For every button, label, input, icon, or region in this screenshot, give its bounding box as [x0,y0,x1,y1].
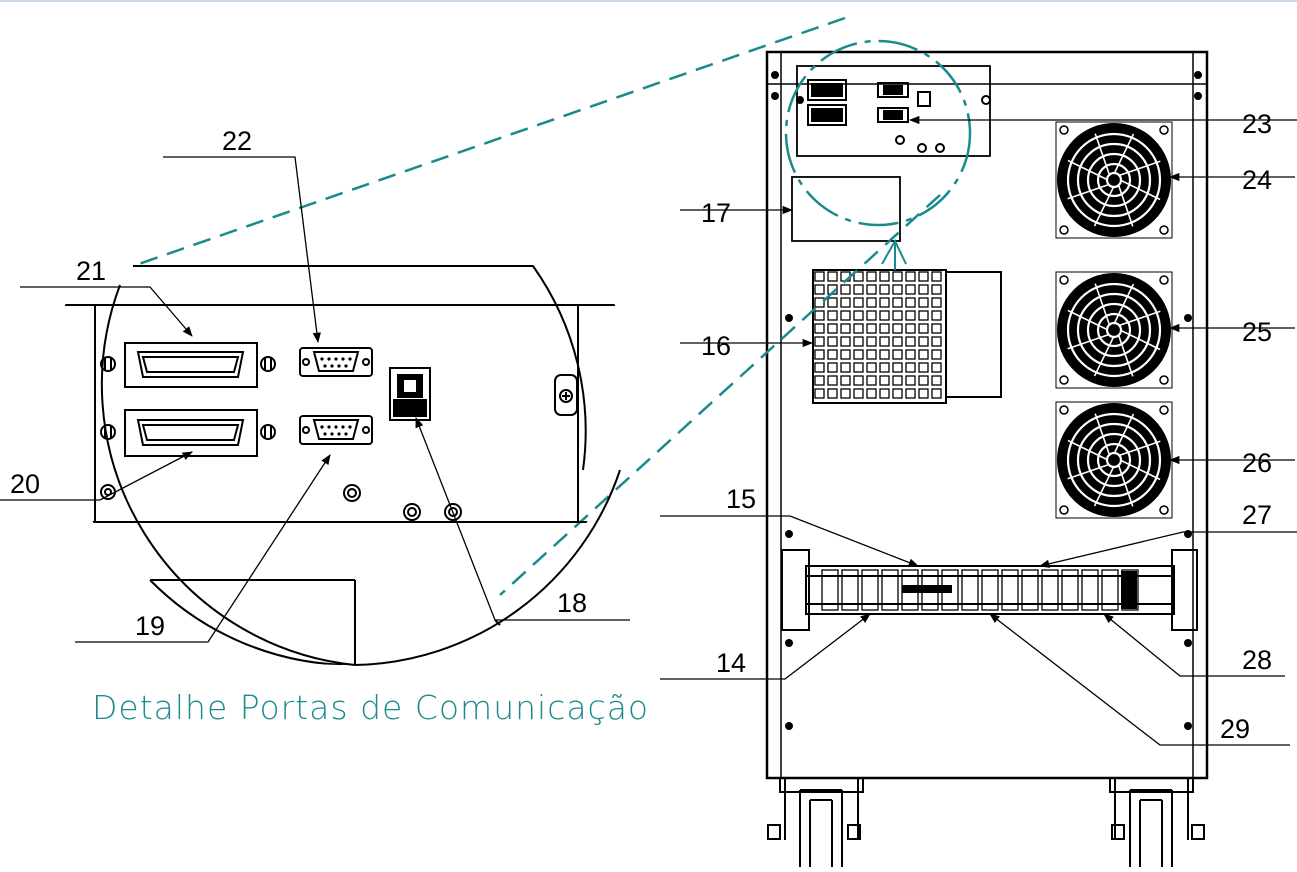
callout-24: 24 [1242,165,1272,195]
callout-21: 21 [76,256,106,286]
vent-grid [814,271,942,399]
detail-caption: Detalhe Portas de Comunicação [92,688,650,727]
callout-14: 14 [716,648,746,678]
detail-view [55,265,625,666]
callout-18: 18 [557,588,587,618]
callout-23: 23 [1242,109,1272,139]
callout-17: 17 [701,198,731,228]
callout-22: 22 [222,126,252,156]
cabinet [765,50,1209,867]
callout-20: 20 [10,469,40,499]
zoom-indicator [132,16,972,596]
callout-29: 29 [1220,714,1250,744]
leader-lines [0,115,1297,746]
callout-19: 19 [135,611,165,641]
callout-15: 15 [726,484,756,514]
fan-25 [1055,271,1173,389]
fan-24 [1055,121,1173,239]
callout-26: 26 [1242,448,1272,478]
callout-16: 16 [701,331,731,361]
callout-labels: 14 15 16 17 18 19 20 21 22 23 24 25 26 2… [10,109,1272,744]
callout-25: 25 [1242,317,1272,347]
callout-27: 27 [1242,500,1272,530]
callout-28: 28 [1242,645,1272,675]
fan-26 [1055,401,1173,519]
